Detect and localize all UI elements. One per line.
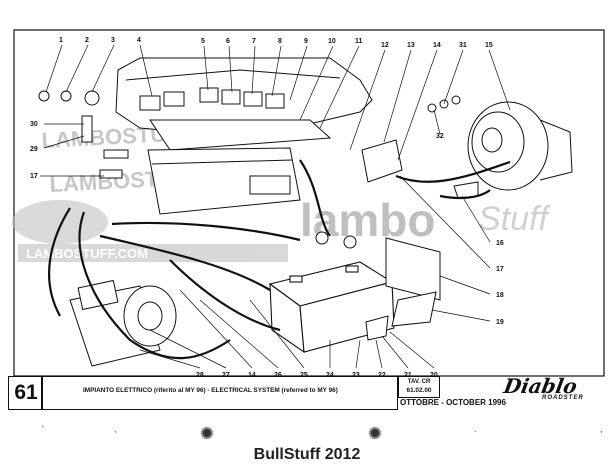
callout-9: 9 — [304, 38, 308, 45]
page-number: 61 — [14, 381, 38, 404]
callout-20: 20 — [430, 372, 438, 379]
callout-13: 13 — [407, 42, 415, 49]
callout-14: 14 — [433, 42, 441, 49]
tav-value: 61.02.00 — [406, 387, 432, 394]
callout-12: 12 — [381, 42, 389, 49]
callout-17b: 17 — [496, 266, 504, 273]
tav-label: TAV. CR — [407, 379, 431, 385]
callout-6: 6 — [226, 38, 230, 45]
edge-mark-4: , — [600, 424, 603, 434]
edge-mark-1: ' — [42, 424, 44, 434]
footer-credit: BullStuff 2012 — [253, 446, 361, 463]
watermark-script: Stuff — [478, 200, 551, 238]
callout-22: 22 — [378, 372, 386, 379]
issue-date: OTTOBRE - OCTOBER 1996 — [400, 398, 506, 407]
diablo-roadster-logo: Diablo ROADSTER — [498, 374, 598, 406]
callout-15: 15 — [485, 42, 493, 49]
callout-11: 11 — [355, 38, 363, 45]
leader-lines — [40, 44, 511, 369]
battery-tray — [385, 237, 441, 327]
callout-25: 25 — [300, 372, 308, 379]
callout-5: 5 — [201, 38, 205, 45]
small-parts — [38, 90, 479, 341]
callout-2: 2 — [85, 37, 89, 44]
alternator — [467, 101, 573, 191]
callout-10: 10 — [328, 38, 336, 45]
callout-27: 27 — [222, 372, 230, 379]
callout-23: 23 — [352, 372, 360, 379]
starter-motor — [69, 279, 177, 367]
title-cell: IMPIANTO ELETTRICO (riferito al MY 96) -… — [42, 376, 398, 410]
callout-4: 4 — [137, 37, 141, 44]
callout-1: 1 — [59, 37, 63, 44]
callout-7: 7 — [252, 38, 256, 45]
watermark-band — [18, 244, 288, 262]
callout-29: 29 — [30, 146, 38, 153]
watermark-tagline: LAMBOSTUFF.COM — [26, 246, 148, 261]
edge-mark-3: . — [474, 424, 477, 434]
callout-28: 28 — [196, 372, 204, 379]
edge-mark-2: , — [114, 424, 117, 434]
callout-3: 3 — [111, 37, 115, 44]
central-box — [99, 147, 301, 215]
watermark-blob — [12, 200, 108, 244]
callout-17a: 17 — [30, 173, 38, 180]
logo-subtext: ROADSTER — [542, 395, 584, 401]
callout-numbers: 1 2 3 4 5 6 7 8 9 10 11 12 13 14 31 15 3… — [30, 37, 504, 379]
binder-hole-right — [369, 427, 381, 439]
battery — [268, 261, 395, 354]
binder-hole-left — [201, 427, 213, 439]
callout-26: 26 — [274, 372, 282, 379]
callout-30: 30 — [30, 121, 38, 128]
callout-24: 24 — [326, 372, 334, 379]
callout-19: 19 — [496, 319, 504, 326]
tav-cell: TAV. CR 61.02.00 — [398, 376, 440, 398]
relay-tray — [115, 57, 373, 151]
callout-31: 31 — [459, 42, 467, 49]
callout-8: 8 — [278, 38, 282, 45]
drawing-title: IMPIANTO ELETTRICO (riferito al MY 96) -… — [83, 387, 338, 394]
callout-21: 21 — [404, 372, 412, 379]
title-block: 61 IMPIANTO ELETTRICO (riferito al MY 96… — [8, 374, 604, 410]
page-number-cell: 61 — [8, 376, 42, 410]
callout-18: 18 — [496, 292, 504, 299]
callout-32: 32 — [436, 133, 444, 140]
callout-16: 16 — [496, 240, 504, 247]
callout-14b: 14 — [248, 372, 256, 379]
